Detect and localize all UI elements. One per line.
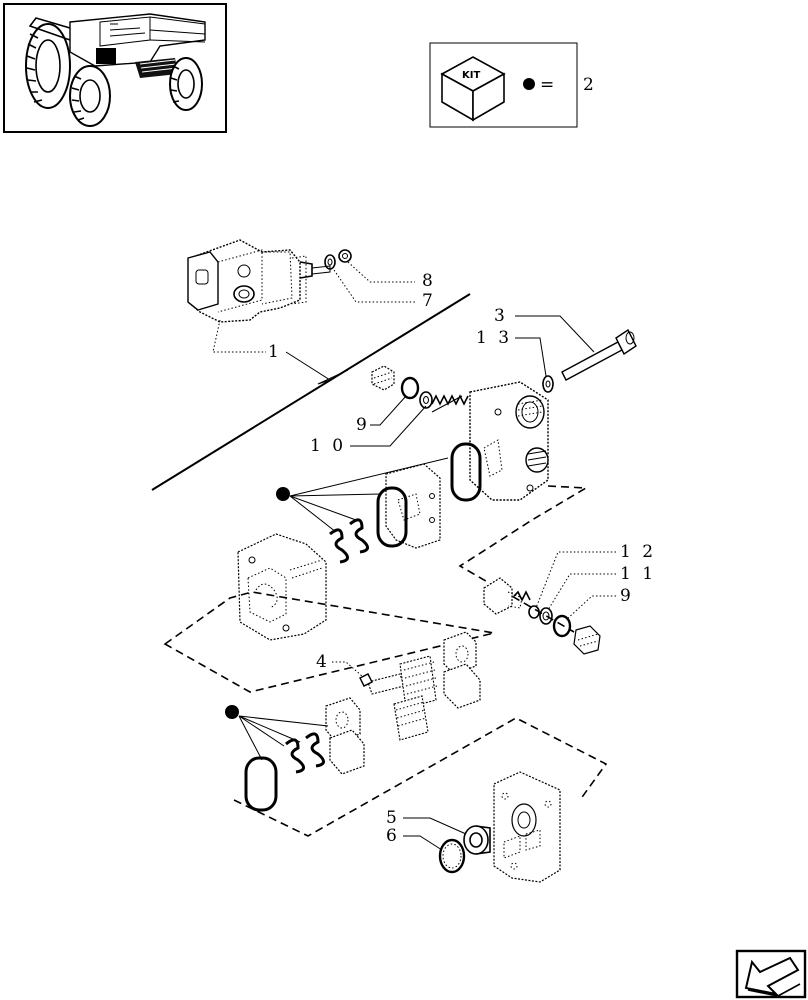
previous-page-button[interactable] (735, 949, 807, 999)
valve-seat[interactable] (539, 607, 553, 625)
bolt-washer[interactable] (542, 375, 554, 393)
driven-gear[interactable] (393, 695, 429, 741)
callout-10: 1 0 (310, 436, 346, 456)
arrow-back-icon (744, 956, 801, 997)
section-divider (151, 293, 471, 491)
shaft-seal[interactable] (463, 825, 491, 855)
callout-6: 6 (386, 826, 400, 846)
exploded-frame-front (233, 717, 608, 837)
key[interactable] (359, 673, 373, 687)
callout-labels: 8 7 1 3 1 3 9 1 0 1 2 1 1 9 4 5 6 (268, 271, 656, 846)
valve-spring[interactable] (513, 590, 531, 602)
callout-7: 7 (422, 291, 436, 311)
washer[interactable] (324, 254, 336, 270)
tractor-thumbnail[interactable] (3, 3, 227, 133)
oring-valve[interactable] (552, 614, 572, 638)
pump-assembly[interactable] (187, 239, 331, 323)
oring-relief[interactable] (400, 376, 420, 400)
rear-cover-seal[interactable] (450, 442, 482, 502)
seal-kit-lower[interactable] (225, 705, 329, 812)
kit-bullet-icon (523, 78, 535, 90)
callout-4: 4 (316, 652, 330, 672)
valve-piston[interactable] (483, 577, 523, 615)
kit-box-icon: KIT (440, 56, 506, 122)
valve-ring[interactable] (528, 605, 540, 619)
rear-cover[interactable] (469, 381, 549, 501)
exploded-frame-cover (458, 485, 589, 633)
kit-bullet-icon (225, 705, 239, 719)
snap-ring[interactable] (438, 838, 466, 874)
callout-5: 5 (386, 808, 400, 828)
callout-9-right: 9 (620, 586, 634, 606)
bushing-upper[interactable] (443, 631, 481, 709)
bushing-lower[interactable] (325, 697, 365, 775)
bolt[interactable] (561, 328, 637, 381)
kit-legend: KIT = 2 (429, 42, 597, 128)
kit-equals: = (540, 75, 557, 95)
nut[interactable] (338, 249, 352, 263)
tractor-icon (25, 13, 206, 127)
callout-1: 1 (268, 342, 282, 362)
leader-lines (212, 261, 616, 851)
valve-plug[interactable] (573, 625, 601, 655)
callout-8: 8 (422, 271, 436, 291)
callout-3: 3 (494, 306, 508, 326)
exploded-frame-body (163, 591, 495, 693)
front-cover[interactable] (493, 771, 561, 883)
callout-13: 1 3 (476, 328, 512, 348)
callout-11: 1 1 (620, 564, 656, 584)
relief-spring[interactable] (431, 394, 469, 413)
relief-plug[interactable] (371, 365, 395, 391)
callout-12: 1 2 (620, 542, 656, 562)
callout-9-upper: 9 (356, 415, 370, 435)
seal-kit-upper[interactable] (276, 457, 449, 564)
pressure-plate[interactable] (385, 463, 441, 549)
kit-bullet-icon (276, 487, 290, 501)
shim-washer[interactable] (419, 391, 433, 409)
kit-number: 2 (583, 75, 597, 95)
pump-body[interactable] (237, 533, 327, 641)
drive-gear-shaft[interactable] (367, 655, 438, 709)
kit-label: KIT (462, 70, 480, 81)
